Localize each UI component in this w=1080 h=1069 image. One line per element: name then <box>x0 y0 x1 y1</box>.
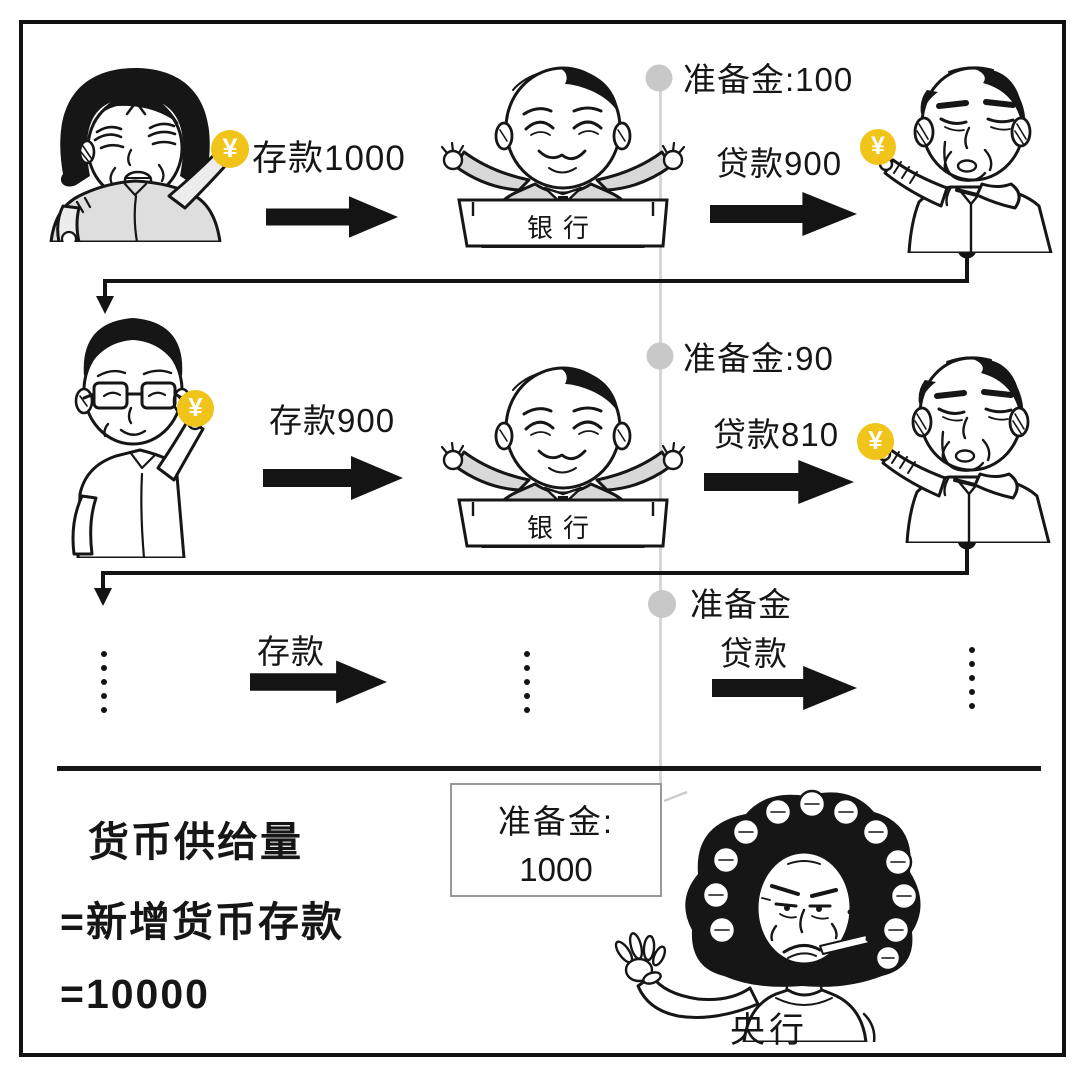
money-supply-line3: =10000 <box>60 971 210 1017</box>
reserve-box-title: 准备金: <box>497 803 615 840</box>
section-divider-line <box>57 766 1041 771</box>
reserve-box: 准备金: 1000 <box>450 783 662 897</box>
loan-label-row3: 贷款 <box>720 635 788 672</box>
deposit-label-row2: 存款900 <box>269 402 396 439</box>
reserve-box-value: 1000 <box>519 851 593 888</box>
bank-counter-label: 银行 <box>527 213 599 243</box>
money-supply-line2: =新增货币存款 <box>60 899 344 945</box>
yuan-coin-icon: ¥ <box>177 390 214 427</box>
yuan-symbol: ¥ <box>871 131 885 160</box>
deposit-label-row3: 存款 <box>257 633 325 670</box>
bank-teller-figure: 银行 <box>440 366 686 548</box>
depositor-grandma-figure <box>49 66 236 242</box>
yuan-coin-icon: ¥ <box>211 130 249 168</box>
arrow-right-icon <box>250 660 387 704</box>
yuan-symbol: ¥ <box>222 132 238 163</box>
yuan-symbol: ¥ <box>868 425 883 455</box>
central-bank-lady-figure <box>611 789 923 1042</box>
arrow-right-icon <box>710 192 857 236</box>
yuan-coin-icon: ¥ <box>857 423 894 460</box>
arrow-right-icon <box>712 666 857 710</box>
reserve-label-row1: 准备金:100 <box>683 61 854 98</box>
reserve-label-row3: 准备金 <box>690 586 792 623</box>
bank-counter: 银行 <box>457 498 669 548</box>
loan-label-row1: 贷款900 <box>716 145 843 182</box>
reserve-label-row2: 准备金:90 <box>683 340 834 377</box>
money-supply-line1: 货币供给量 <box>88 819 303 865</box>
yuan-symbol: ¥ <box>188 392 203 422</box>
arrow-right-icon <box>263 456 403 500</box>
loan-label-row2: 贷款810 <box>713 416 840 453</box>
deposit-label-row1: 存款1000 <box>252 139 406 178</box>
diagram-border-frame <box>19 20 1066 1057</box>
depositor-glasses-man-figure <box>71 316 209 558</box>
yuan-coin-icon: ¥ <box>860 129 896 165</box>
central-bank-label: 央行 <box>730 1011 809 1050</box>
bank-counter-label: 银行 <box>527 513 599 543</box>
arrow-right-icon <box>266 196 398 238</box>
bank-teller-figure: 银行 <box>440 66 686 248</box>
bank-counter: 银行 <box>457 198 669 248</box>
arrow-right-icon <box>704 460 854 504</box>
